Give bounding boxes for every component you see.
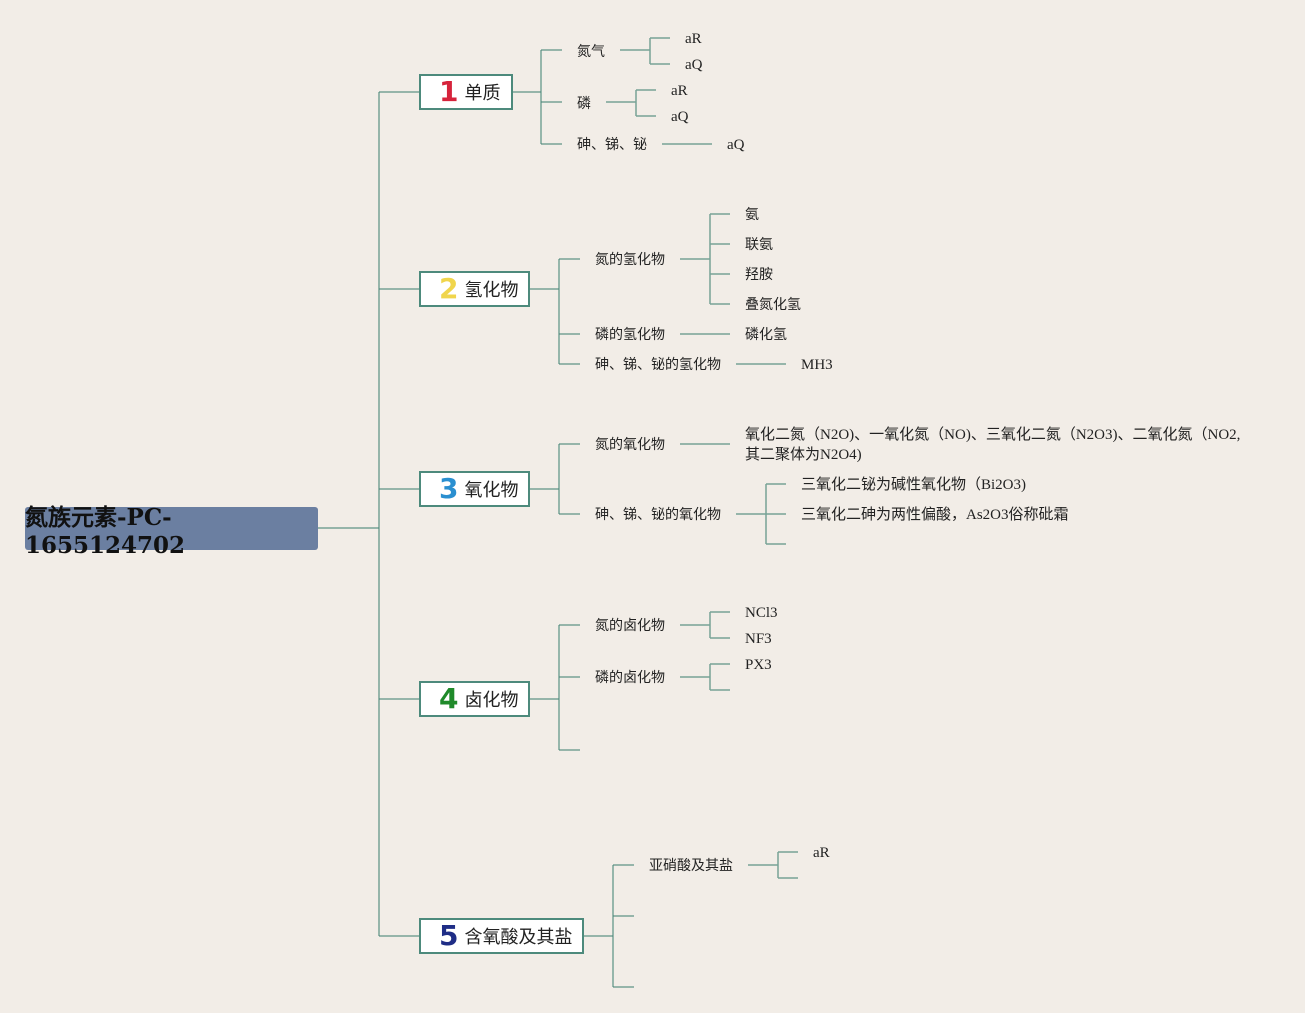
- node-as-sb-bi[interactable]: 砷、锑、铋: [577, 137, 647, 153]
- leaf-nitrogen-ar[interactable]: aR: [685, 31, 702, 47]
- node-phosphorus-halides[interactable]: 磷的卤化物: [595, 670, 665, 686]
- node-nitrogen-hydrides[interactable]: 氮的氢化物: [595, 252, 665, 268]
- branch-oxides[interactable]: 3 氧化物: [419, 471, 530, 507]
- node-nitrogen-gas[interactable]: 氮气: [577, 44, 605, 60]
- leaf-ammonia[interactable]: 氨: [745, 207, 759, 223]
- node-nitrogen-halides[interactable]: 氮的卤化物: [595, 618, 665, 634]
- leaf-px3[interactable]: PX3: [745, 657, 772, 673]
- branch-hydrides[interactable]: 2 氢化物: [419, 271, 530, 307]
- leaf-bismuth-oxide[interactable]: 三氧化二铋为碱性氧化物（Bi2O3): [801, 477, 1027, 493]
- leaf-hydrazoic-acid[interactable]: 叠氮化氢: [745, 297, 801, 313]
- node-phosphorus-hydrides[interactable]: 磷的氢化物: [595, 327, 665, 343]
- branch-number: 2: [439, 272, 459, 305]
- branch-number: 4: [439, 682, 459, 715]
- leaf-hydrazine[interactable]: 联氨: [745, 237, 773, 253]
- branch-label: 氧化物: [464, 480, 519, 501]
- branch-elements[interactable]: 1 单质: [419, 74, 513, 110]
- leaf-phosphine[interactable]: 磷化氢: [745, 327, 787, 343]
- node-as-sb-bi-oxides[interactable]: 砷、锑、铋的氧化物: [595, 507, 721, 523]
- branch-label: 含氧酸及其盐: [464, 927, 573, 948]
- branch-oxyacids[interactable]: 5 含氧酸及其盐: [419, 918, 584, 954]
- leaf-ncl3[interactable]: NCl3: [745, 605, 778, 621]
- node-nitrogen-oxides[interactable]: 氮的氧化物: [595, 437, 665, 453]
- branch-label: 卤化物: [464, 690, 519, 711]
- leaf-phosphorus-ar[interactable]: aR: [671, 83, 688, 99]
- leaf-nf3[interactable]: NF3: [745, 631, 772, 647]
- leaf-arsenic-oxide[interactable]: 三氧化二砷为两性偏酸，As2O3俗称砒霜: [801, 507, 1069, 523]
- leaf-nitrogen-oxides-list[interactable]: 氧化二氮（N2O)、一氧化氮（NO)、三氧化二氮（N2O3)、二氧化氮（NO2,…: [745, 427, 1241, 463]
- root-title: 氮族元素-PC-1655124702: [25, 504, 186, 559]
- branch-label: 单质: [464, 83, 501, 104]
- branch-number: 5: [439, 919, 459, 952]
- leaf-mh3[interactable]: MH3: [801, 357, 833, 373]
- branch-number: 3: [439, 472, 459, 505]
- branch-label: 氢化物: [464, 280, 519, 301]
- root-topic[interactable]: 氮族元素-PC-1655124702: [25, 504, 318, 559]
- leaf-nitrogen-aq[interactable]: aQ: [685, 57, 703, 73]
- leaf-as-sb-bi-aq[interactable]: aQ: [727, 137, 745, 153]
- leaf-phosphorus-aq[interactable]: aQ: [671, 109, 689, 125]
- node-phosphorus[interactable]: 磷: [577, 96, 591, 112]
- leaf-nitrous-ar[interactable]: aR: [813, 845, 830, 861]
- node-nitrous-acid[interactable]: 亚硝酸及其盐: [649, 858, 733, 874]
- node-as-sb-bi-hydrides[interactable]: 砷、锑、铋的氢化物: [595, 357, 721, 373]
- branch-halides[interactable]: 4 卤化物: [419, 681, 530, 717]
- branch-number: 1: [439, 75, 459, 108]
- leaf-hydroxylamine[interactable]: 羟胺: [745, 267, 773, 283]
